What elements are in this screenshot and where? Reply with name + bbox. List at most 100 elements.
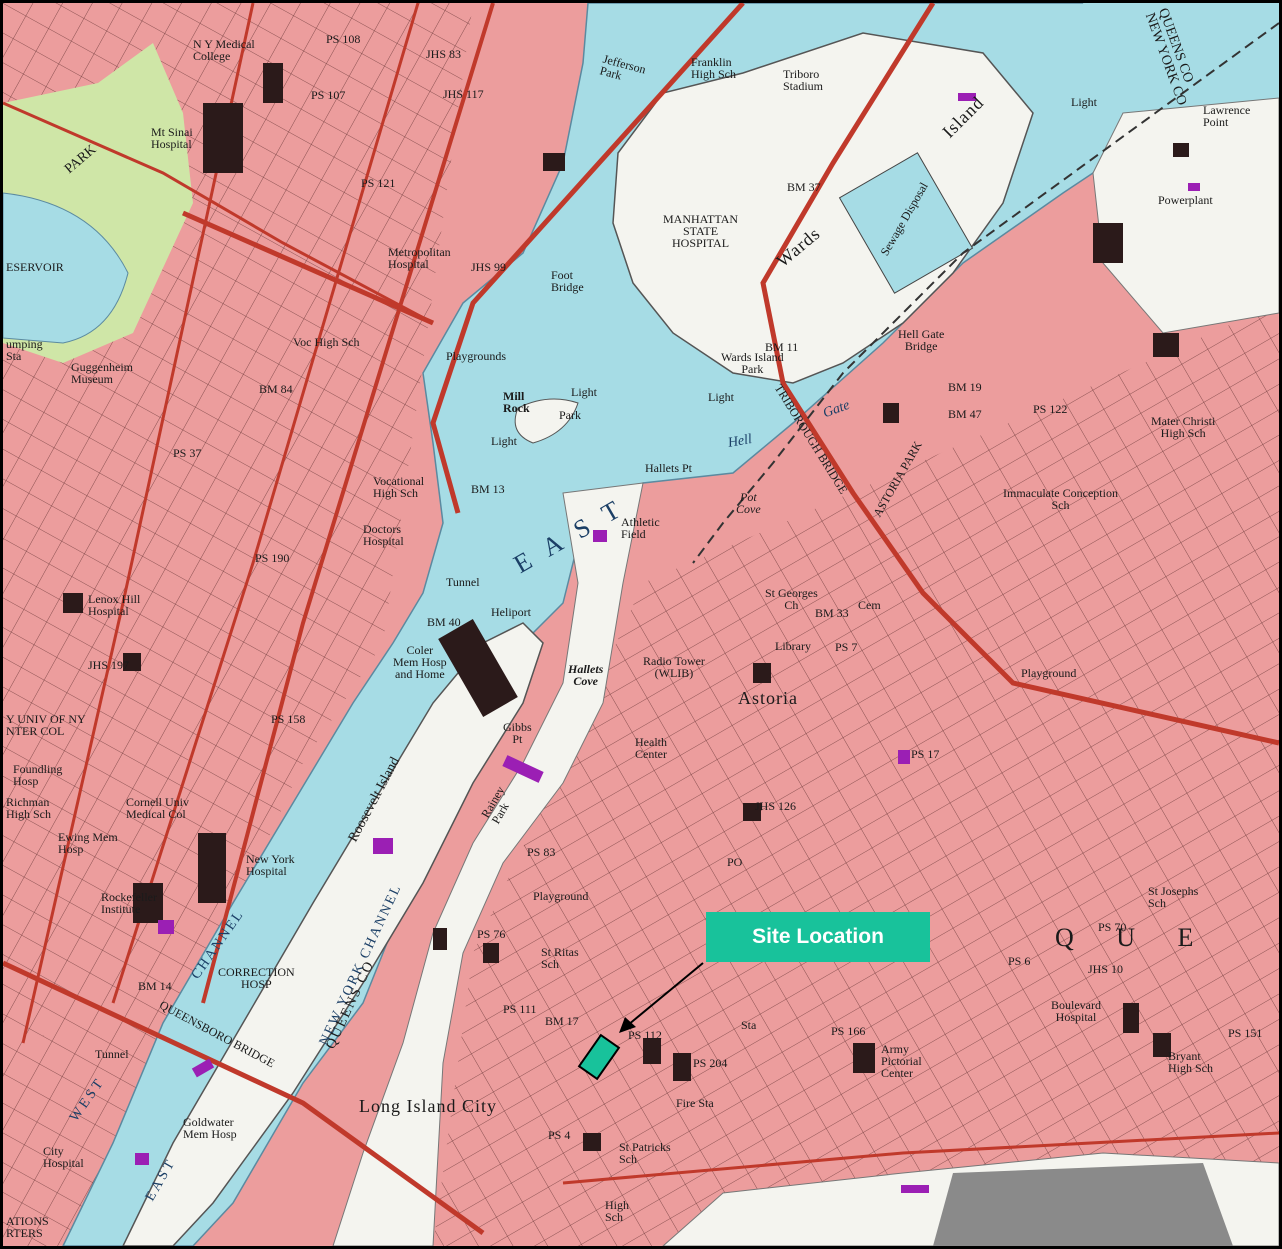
label-light-3: Light xyxy=(708,390,734,404)
label-ps: PS 107 xyxy=(311,88,346,102)
label-franklin-high: Franklin High Sch xyxy=(691,55,736,81)
roosevelt-island xyxy=(122,622,544,1246)
label-jhs: JHS 117 xyxy=(443,87,484,101)
label-park-mill: Park xyxy=(559,408,581,422)
label-playground-1: Playground xyxy=(1021,666,1077,680)
label-mt-sinai: Mt Sinai Hospital xyxy=(151,125,193,151)
label-city-hospital: City Hospital xyxy=(43,1144,84,1170)
label-triboro-stadium: Triboro Stadium xyxy=(783,67,824,93)
label-hell-gate-bridge: Hell Gate Bridge xyxy=(898,327,945,353)
label-boulevard-hospital: Boulevard Hospital xyxy=(1051,998,1101,1024)
label-ps: PS 158 xyxy=(271,712,306,726)
arrow-icon xyxy=(627,962,704,1026)
label-reservoir: ESERVOIR xyxy=(6,260,64,274)
sewage-disposal-tanks xyxy=(838,152,974,294)
label-jhs: JHS 99 xyxy=(471,260,507,274)
bronx-kill xyxy=(1083,3,1279,113)
label-bm: BM 19 xyxy=(948,380,982,394)
label-pot-cove: Pot Cove xyxy=(736,490,761,516)
label-jhs: JHS 197 xyxy=(88,658,130,672)
label-bm: BM 17 xyxy=(545,1014,579,1028)
label-correction-hosp: CORRECTION HOSP xyxy=(218,965,295,991)
label-stations: ATIONS RTERS xyxy=(6,1214,49,1240)
label-metropolitan-hospital: Metropolitan Hospital xyxy=(388,245,451,271)
label-univ-center: Y UNIV OF NY NTER COL xyxy=(6,712,86,738)
label-sta: Sta xyxy=(741,1018,757,1032)
label-bm: BM 47 xyxy=(948,407,982,421)
label-radio-tower: Radio Tower (WLIB) xyxy=(643,654,705,680)
highways xyxy=(3,3,1279,1236)
label-coler-hosp: Coler Mem Hosp and Home xyxy=(393,643,447,681)
label-new-york-hospital: New York Hospital xyxy=(246,852,295,878)
site-location-callout: Site Location xyxy=(706,912,930,962)
label-bm: BM 37 xyxy=(787,180,821,194)
label-goldwater: Goldwater Mem Hosp xyxy=(183,1115,237,1141)
label-playgrounds: Playgrounds xyxy=(446,349,506,363)
label-army-pictorial: Army Pictorial Center xyxy=(881,1042,922,1080)
label-astoria: Astoria xyxy=(738,688,798,708)
label-bm: BM 13 xyxy=(471,482,505,496)
label-ny-medical: N Y Medical College xyxy=(193,37,255,63)
label-queens: Q U E xyxy=(1055,923,1212,952)
topographic-map xyxy=(3,3,1279,1246)
label-ps: PS 6 xyxy=(1008,954,1031,968)
label-hallets-pt: Hallets Pt xyxy=(645,461,692,475)
label-fire-sta: Fire Sta xyxy=(676,1096,714,1110)
label-ps: PS 7 xyxy=(835,640,858,654)
label-gibbs-pt: Gibbs Pt xyxy=(503,720,532,746)
label-ps: PS 111 xyxy=(503,1002,537,1016)
label-bm: BM 40 xyxy=(427,615,461,629)
label-lenox-hill: Lenox Hill Hospital xyxy=(88,592,141,618)
label-manhattan-state: MANHATTAN STATE HOSPITAL xyxy=(663,212,739,250)
label-bm: BM 11 xyxy=(765,340,799,354)
label-jhs: JHS 10 xyxy=(1088,962,1124,976)
label-bm: BM 84 xyxy=(259,382,293,396)
label-high-sch: High Sch xyxy=(605,1198,629,1224)
arrow-head xyxy=(619,1017,636,1033)
label-library: Library xyxy=(775,639,811,653)
label-voc-high-sch: Voc High Sch xyxy=(293,335,360,349)
label-jhs: JHS 126 xyxy=(755,799,797,813)
label-ewing: Ewing Mem Hosp xyxy=(58,830,118,856)
landmark-structures xyxy=(135,93,1200,1193)
hell-gate-bridge-line xyxy=(692,22,1279,564)
label-mill-rock: Mill Rock xyxy=(503,389,530,415)
label-ps: PS 190 xyxy=(255,551,290,565)
label-ps: PS 70 xyxy=(1098,920,1127,934)
label-bryant-high: Bryant High Sch xyxy=(1168,1049,1213,1075)
label-mater-christi: Mater Christi High Sch xyxy=(1151,414,1216,440)
wards-island xyxy=(612,32,1034,384)
label-ps: PS 37 xyxy=(173,446,202,460)
label-ps: PS 112 xyxy=(628,1028,662,1042)
label-ps: PS 108 xyxy=(326,32,361,46)
rail-yard-building xyxy=(933,1163,1233,1246)
label-pumping-sta: umping Sta xyxy=(6,337,43,363)
label-light-2: Light xyxy=(491,434,517,448)
label-ps: PS 83 xyxy=(527,845,556,859)
buildings xyxy=(63,63,1189,1151)
queens-waterfront xyxy=(332,482,644,1246)
label-long-island-city: Long Island City xyxy=(359,1096,497,1116)
label-st-ritas: St Ritas Sch xyxy=(541,945,579,971)
label-vocational-high-sch: Vocational High Sch xyxy=(373,474,425,500)
label-tunnel-left: Tunnel xyxy=(95,1047,129,1061)
label-richman: Richman High Sch xyxy=(6,795,51,821)
label-playground-2: Playground xyxy=(533,889,589,903)
label-st-patricks: St Patricks Sch xyxy=(619,1140,671,1166)
reservoir xyxy=(3,192,129,344)
label-lawrence-point: Lawrence Point xyxy=(1203,103,1251,129)
label-immaculate: Immaculate Conception Sch xyxy=(1003,486,1118,512)
label-ps: PS 4 xyxy=(548,1128,571,1142)
label-po: PO xyxy=(727,855,743,869)
label-ps: PS 17 xyxy=(911,747,940,761)
label-ps: PS 166 xyxy=(831,1024,866,1038)
label-foundling: Foundling Hosp xyxy=(13,762,63,788)
label-ps: PS 122 xyxy=(1033,402,1068,416)
label-ps: PS 76 xyxy=(477,927,506,941)
label-bm: BM 14 xyxy=(138,979,172,993)
label-st-georges: St Georges Ch xyxy=(765,586,818,612)
label-doctors-hospital: Doctors Hospital xyxy=(363,522,404,548)
label-rockefeller: Rockefeller Institute xyxy=(101,890,157,916)
label-cornell: Cornell Univ Medical Col xyxy=(126,795,189,821)
